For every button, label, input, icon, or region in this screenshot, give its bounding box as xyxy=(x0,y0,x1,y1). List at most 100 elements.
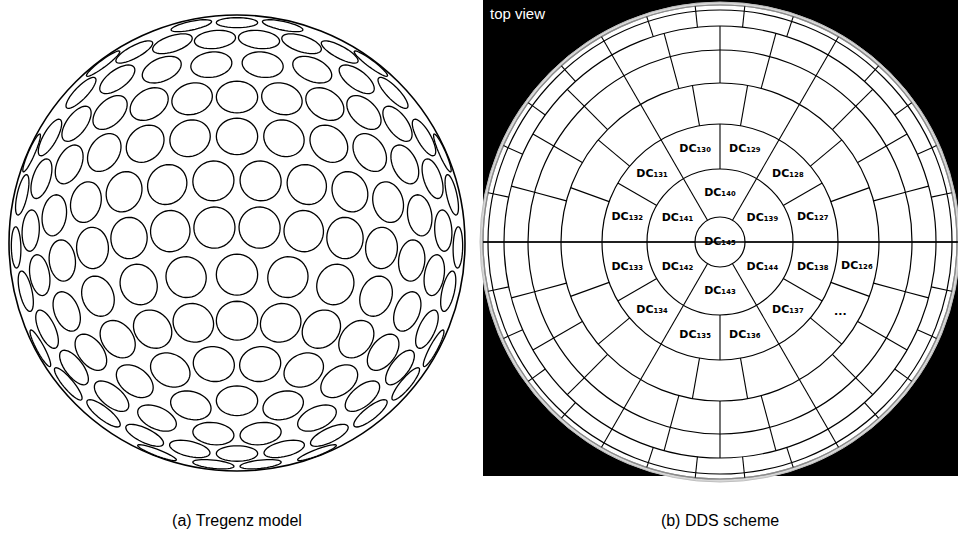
cell-boundary xyxy=(792,17,794,22)
sky-patch xyxy=(216,254,257,295)
cell-boundary xyxy=(810,318,841,344)
tregenz-sphere xyxy=(9,15,465,471)
cell-label: DC₁₂₉ xyxy=(729,143,761,155)
caption-label: (b) DDS scheme xyxy=(661,512,779,530)
sky-patch xyxy=(321,365,358,398)
sky-patch xyxy=(86,51,119,76)
caption-label: (a) Tregenz model xyxy=(172,512,302,530)
sky-patch xyxy=(264,120,304,157)
cell-boundary xyxy=(865,70,876,82)
sky-patch xyxy=(191,52,232,78)
cell-boundary xyxy=(719,50,720,83)
cell-boundary xyxy=(647,17,649,22)
sky-patch xyxy=(93,96,127,130)
cell-label: DC₁₄₂ xyxy=(662,260,694,272)
cell-boundary xyxy=(908,103,912,106)
cell-boundary xyxy=(874,192,906,201)
sky-patch xyxy=(412,119,435,156)
cell-boundary xyxy=(719,124,720,169)
cell-boundary xyxy=(648,21,653,36)
sky-patch xyxy=(87,400,120,427)
sky-patch xyxy=(216,18,257,28)
sky-patch xyxy=(31,159,52,199)
sky-patch xyxy=(262,83,302,115)
sky-patch xyxy=(347,96,381,130)
cell-boundary xyxy=(779,344,800,380)
sky-patch xyxy=(49,240,75,281)
sky-patch xyxy=(435,210,452,251)
cell-boundary xyxy=(508,330,523,337)
cell-boundary xyxy=(532,369,545,378)
sky-patch xyxy=(216,301,257,340)
cell-boundary xyxy=(695,6,697,11)
sky-patch xyxy=(317,264,354,305)
cell-boundary xyxy=(832,106,855,129)
cell-boundary xyxy=(856,378,873,395)
sky-patch xyxy=(240,347,281,382)
sky-patch xyxy=(194,207,235,248)
cell-label: DC₁₃₉ xyxy=(747,211,779,223)
cell-boundary xyxy=(604,41,612,55)
cell-boundary xyxy=(858,146,887,163)
sky-patch xyxy=(354,400,387,427)
sky-patch xyxy=(151,353,190,387)
sky-patch xyxy=(373,182,404,223)
cell-boundary xyxy=(931,194,947,197)
cell-boundary xyxy=(647,463,649,468)
cell-boundary xyxy=(554,146,583,163)
sky-patch xyxy=(29,255,49,296)
cell-boundary xyxy=(828,429,836,443)
sky-patch xyxy=(284,353,323,387)
cell-boundary xyxy=(692,358,699,398)
cell-boundary xyxy=(695,473,697,478)
cell-boundary xyxy=(535,283,567,292)
cell-boundary xyxy=(535,192,567,201)
cell-label: DC₁₄₅ xyxy=(704,236,736,248)
cell-label: DC₁₃₄ xyxy=(636,304,668,316)
sky-patch xyxy=(339,65,374,94)
cell-boundary xyxy=(908,378,912,381)
cell-boundary xyxy=(836,443,839,447)
sky-patch xyxy=(240,422,281,444)
dds-scheme xyxy=(480,0,958,482)
cell-boundary xyxy=(571,188,610,202)
sky-patch xyxy=(54,368,82,400)
cell-boundary xyxy=(875,414,878,418)
sky-patch xyxy=(332,172,368,212)
sky-patch xyxy=(394,292,421,331)
sky-patch xyxy=(339,320,374,357)
cell-boundary xyxy=(511,186,534,192)
cell-boundary xyxy=(561,66,564,70)
cell-boundary xyxy=(618,279,657,302)
sky-patch xyxy=(142,56,181,83)
cell-boundary xyxy=(670,396,679,428)
cell-label: DC₁₃₆ xyxy=(729,329,761,341)
sky-patch xyxy=(216,386,257,416)
cell-boundary xyxy=(932,146,937,148)
sky-patch xyxy=(268,257,308,298)
cell-boundary xyxy=(931,287,947,290)
sky-patch xyxy=(327,217,363,258)
cell-boundary xyxy=(488,290,493,291)
cell-boundary xyxy=(532,106,545,115)
cell-label: DC₁₃₃ xyxy=(611,261,643,273)
sphere-outline xyxy=(9,15,465,471)
cell-boundary xyxy=(554,322,583,339)
sky-patch xyxy=(172,83,212,115)
sky-patch xyxy=(263,391,303,420)
cell-boundary xyxy=(917,148,932,155)
cell-boundary xyxy=(488,193,493,194)
sky-patch xyxy=(302,310,340,348)
sky-patch xyxy=(30,330,51,367)
sky-patch xyxy=(126,424,164,446)
cell-boundary xyxy=(787,21,792,36)
sky-patch xyxy=(293,56,332,83)
sky-patch xyxy=(216,118,257,154)
sky-patch xyxy=(360,276,393,316)
sky-patch xyxy=(38,119,61,156)
cell-boundary xyxy=(743,11,745,27)
cell-boundary xyxy=(508,148,523,155)
cell-label: DC₁₃₈ xyxy=(797,261,829,273)
cell-boundary xyxy=(503,336,508,338)
